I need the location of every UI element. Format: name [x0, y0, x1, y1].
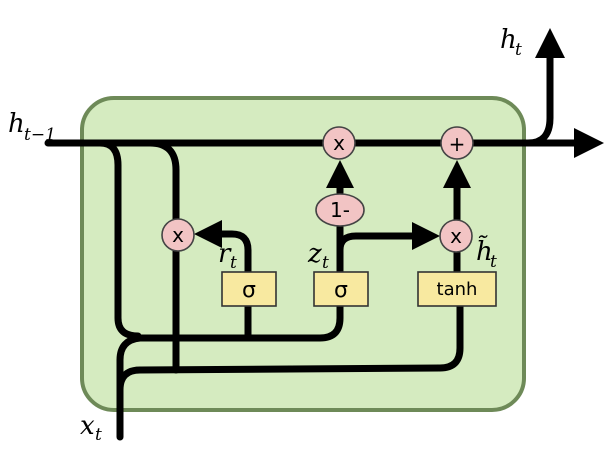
reset-gate-line	[208, 230, 252, 324]
output-branch-line	[524, 48, 554, 147]
svg-text:1-: 1-	[330, 198, 350, 222]
svg-text:x: x	[450, 224, 462, 248]
label-update: z t	[307, 239, 329, 273]
label-reset: r t	[218, 239, 237, 273]
svg-text:z: z	[307, 239, 322, 269]
label-h-tilde: h̃ t	[476, 235, 497, 272]
cell-body	[80, 96, 526, 412]
reset-gate-box: σ	[221, 271, 277, 307]
output-arrow	[535, 28, 565, 58]
svg-text:tanh: tanh	[437, 279, 478, 300]
svg-text:t: t	[322, 253, 329, 273]
svg-text:h̃: h̃	[476, 235, 493, 267]
add-top-op: +	[440, 126, 474, 160]
svg-text:r: r	[218, 239, 232, 269]
update-right-line	[336, 232, 424, 254]
update-gate-box: σ	[313, 271, 369, 307]
svg-text:h: h	[8, 109, 25, 139]
reset-arrow	[194, 220, 222, 248]
candidate-arrow	[443, 160, 471, 188]
svg-text:σ: σ	[334, 278, 348, 303]
input-to-candidate-line	[116, 298, 464, 394]
svg-text:x: x	[172, 223, 184, 247]
svg-text:t: t	[95, 425, 102, 445]
svg-text:t: t	[230, 253, 237, 273]
hprev-down-right-line	[146, 139, 180, 374]
svg-text:h: h	[500, 25, 517, 55]
svg-text:+: +	[449, 132, 466, 156]
input-to-update-line	[116, 286, 344, 441]
multiply-top-op: x	[322, 126, 356, 160]
hidden-state-arrow	[574, 128, 604, 158]
svg-text:x: x	[80, 411, 95, 441]
label-h-out: h t	[500, 25, 522, 60]
update-right-arrow	[412, 222, 440, 250]
one-minus-op: 1-	[315, 193, 365, 227]
hprev-down-left-line	[96, 139, 142, 340]
svg-text:x: x	[333, 131, 345, 155]
one-minus-arrow	[326, 160, 354, 188]
svg-text:t: t	[490, 252, 497, 272]
label-h-prev: h t−1	[8, 109, 56, 145]
svg-text:σ: σ	[242, 278, 256, 303]
multiply-reset-op: x	[161, 218, 195, 252]
multiply-candidate-op: x	[439, 219, 473, 253]
candidate-gate-box: tanh	[417, 271, 497, 307]
label-x-in: x t	[80, 411, 102, 445]
svg-text:t−1: t−1	[24, 125, 56, 145]
svg-text:t: t	[515, 40, 522, 60]
